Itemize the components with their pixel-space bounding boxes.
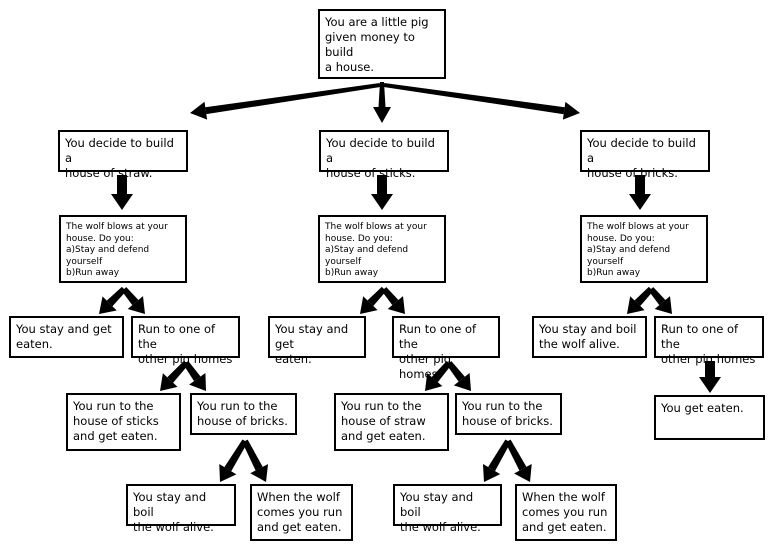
straw-bricks-stay-node: You stay and boil the wolf alive. <box>126 484 236 534</box>
arrow-sticks-bricks-split-right <box>505 439 532 482</box>
arrow-wolf-straw-split-right <box>121 287 145 314</box>
bricks-run-eaten-node: You get eaten. <box>654 395 765 440</box>
arrow-straw-to-wolf <box>111 175 133 210</box>
arrow-wolf-bricks-split-left <box>627 286 654 314</box>
arrow-straw-run-split-left <box>160 360 189 391</box>
sticks-run-to-straw-node: You run to the house of straw and get ea… <box>334 393 449 451</box>
straw-run-to-sticks-node: You run to the house of sticks and get e… <box>66 393 181 451</box>
arrow-wolf-straw-split-left <box>99 286 127 314</box>
sticks-stay-node: You stay and get eaten. <box>268 316 366 366</box>
arrow-bricks-run-to-eaten <box>699 361 721 393</box>
arrow-sticks-bricks-split-left <box>482 439 511 482</box>
bricks-run-node: Run to one of the other pig homes <box>654 316 764 366</box>
arrow-sticks-to-wolf <box>371 175 393 210</box>
sticks-choice-node: You decide to build a house of sticks. <box>319 130 449 180</box>
bricks-choice-node: You decide to build a house of bricks. <box>580 130 710 180</box>
sticks-run-to-bricks-node: You run to the house of bricks. <box>455 393 562 435</box>
arrow-wolf-bricks-split-right <box>648 287 672 314</box>
arrow-straw-bricks-split-right <box>242 439 269 482</box>
sticks-bricks-run-node: When the wolf comes you run and get eate… <box>515 484 617 541</box>
bricks-stay-node: You stay and boil the wolf alive. <box>532 316 647 358</box>
root-node: You are a little pig given money to buil… <box>318 9 446 79</box>
arrow-wolf-sticks-split-right <box>381 287 405 314</box>
arrow-root-to-sticks <box>373 82 391 123</box>
straw-bricks-run-node: When the wolf comes you run and get eate… <box>250 484 353 541</box>
straw-choice-node: You decide to build a house of straw. <box>58 130 188 180</box>
sticks-run-node: Run to one of the other pig homes <box>392 316 500 381</box>
wolf-prompt-straw-node: The wolf blows at your house. Do you: a)… <box>59 215 187 283</box>
straw-stay-node: You stay and get eaten. <box>9 316 124 358</box>
sticks-bricks-stay-node: You stay and boil the wolf alive. <box>393 484 502 534</box>
straw-run-node: Run to one of the other pig homes <box>131 316 240 366</box>
straw-run-to-bricks-node: You run to the house of bricks. <box>190 393 297 435</box>
arrow-wolf-sticks-split-left <box>360 286 387 314</box>
wolf-prompt-sticks-node: The wolf blows at your house. Do you: a)… <box>318 215 446 283</box>
wolf-prompt-bricks-node: The wolf blows at your house. Do you: a)… <box>580 215 708 283</box>
arrow-straw-run-split-right <box>183 361 206 391</box>
arrow-bricks-to-wolf <box>629 175 651 210</box>
arrow-root-to-straw <box>190 83 381 120</box>
arrow-sticks-run-split-right <box>446 361 471 391</box>
arrow-sticks-run-split-left <box>425 361 452 391</box>
arrow-root-to-bricks <box>383 83 580 120</box>
arrow-straw-bricks-split-left <box>219 439 248 482</box>
